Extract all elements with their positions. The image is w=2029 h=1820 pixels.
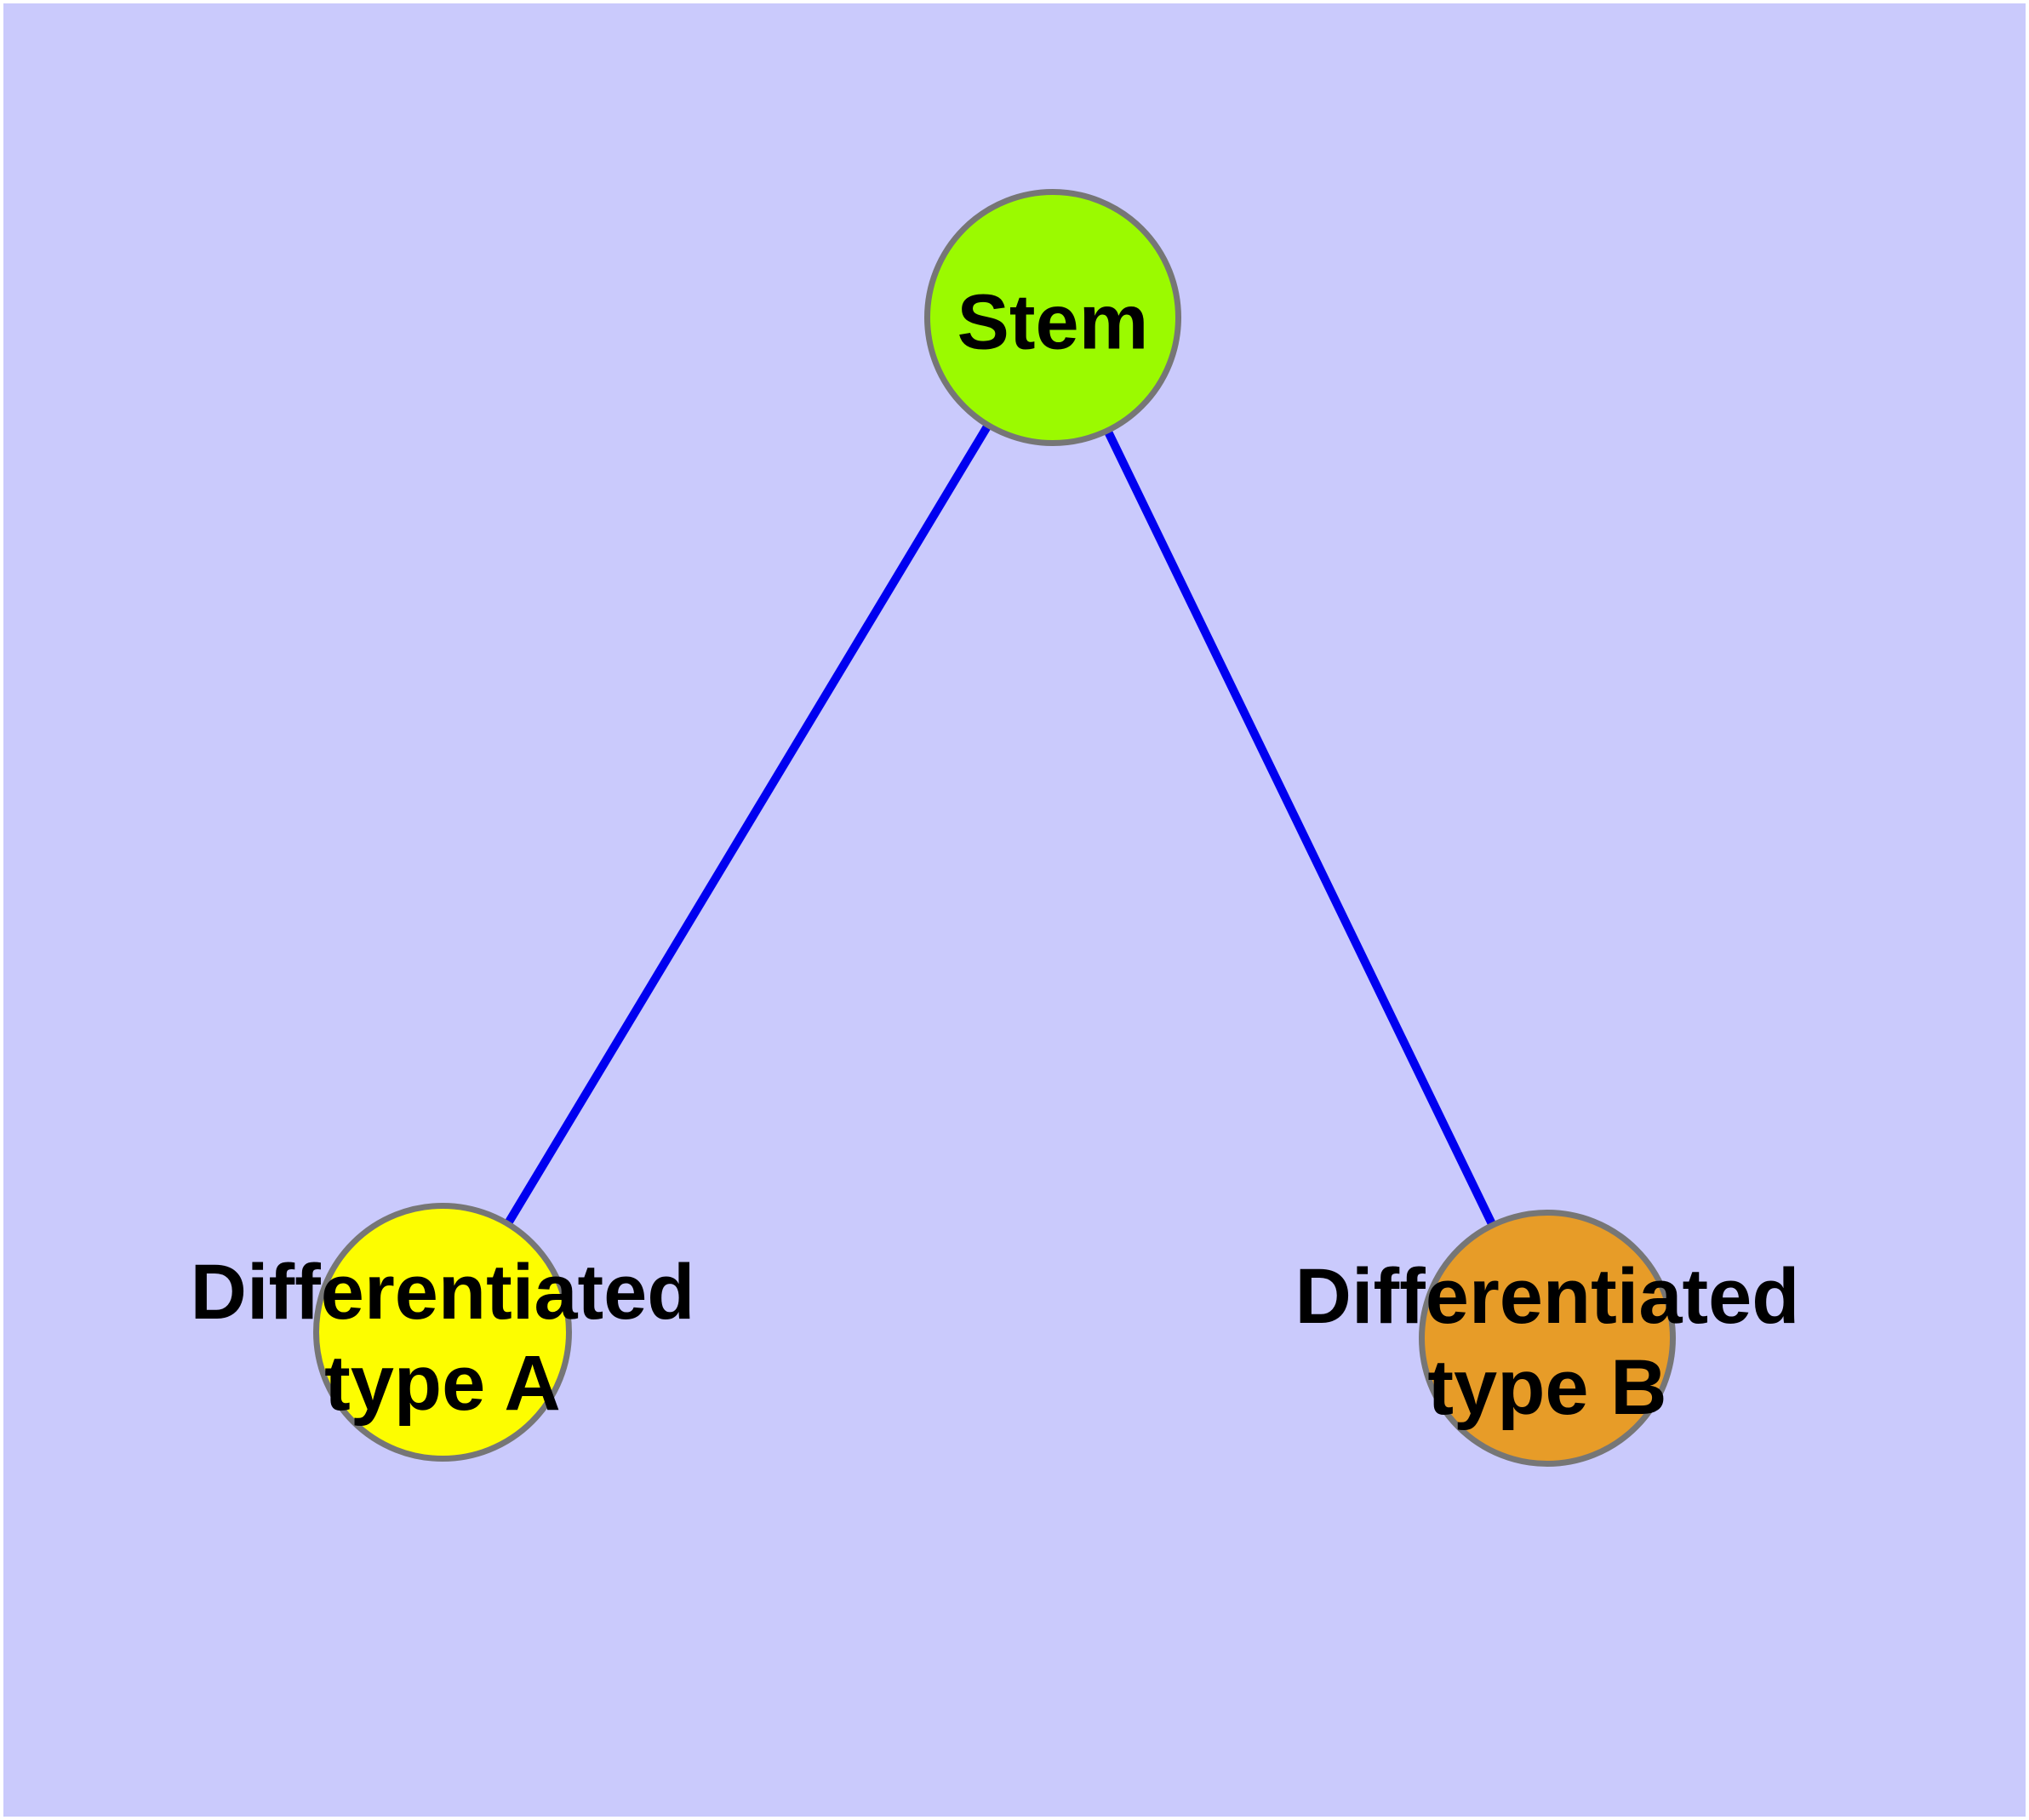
node-type-b-label-line-1: Differentiated xyxy=(1295,1253,1800,1340)
node-differentiated-type-b xyxy=(1419,1210,1676,1467)
node-stem-label: Stem xyxy=(957,278,1149,366)
node-type-b-label: Differentiated type B xyxy=(1295,1251,1800,1434)
edge-stem-to-type-a xyxy=(438,315,1057,1335)
node-type-a-label: Differentiated type A xyxy=(191,1247,695,1429)
node-type-b-label-line-2: type B xyxy=(1427,1344,1667,1431)
node-stem xyxy=(924,189,1181,446)
node-type-a-label-line-2: type A xyxy=(324,1340,561,1427)
node-type-a-label-line-1: Differentiated xyxy=(190,1249,695,1336)
node-differentiated-type-a xyxy=(313,1203,572,1462)
edge-stem-to-type-b xyxy=(1049,315,1552,1341)
